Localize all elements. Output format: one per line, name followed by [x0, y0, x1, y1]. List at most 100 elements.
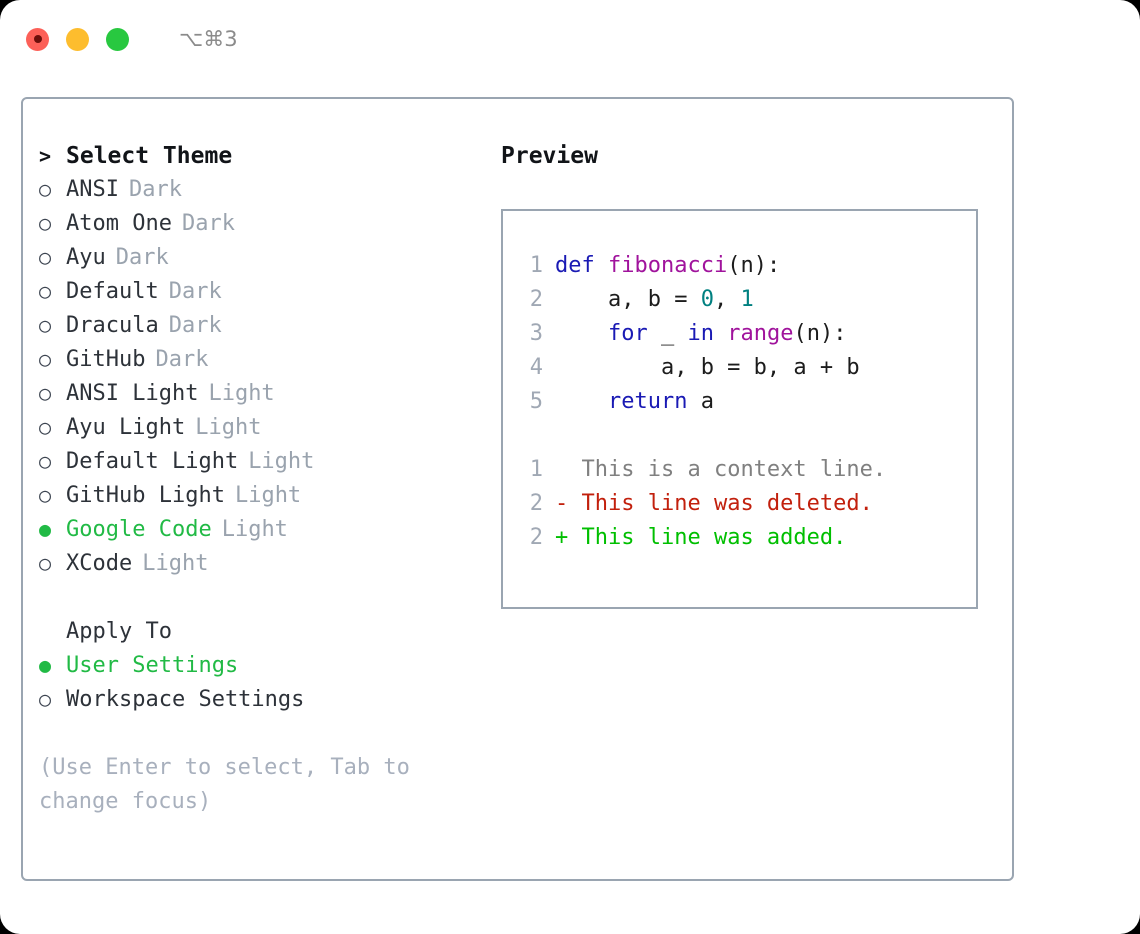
minimize-window-button[interactable]	[66, 27, 89, 51]
radio-unselected-icon: ○	[39, 687, 52, 711]
diff-marker	[555, 457, 582, 482]
diff-text: This line was added.	[581, 525, 847, 550]
diff-sample: 1 This is a context line.2- This line wa…	[517, 457, 976, 559]
theme-option-label: Atom One	[66, 211, 172, 236]
theme-category-tag: Light	[234, 483, 302, 508]
diff-line-ctx: 1 This is a context line.	[517, 457, 976, 491]
code-token-plain: a, b =	[555, 287, 701, 312]
code-token-plain	[555, 321, 608, 346]
maximize-window-button[interactable]	[106, 27, 129, 51]
code-token-plain: (n):	[793, 321, 847, 346]
theme-category-tag: Light	[195, 415, 262, 440]
traffic-light-group	[26, 27, 146, 51]
theme-category-tag: Dark	[168, 279, 222, 304]
apply-to-option-workspace-settings[interactable]: ○ Workspace Settings	[39, 687, 479, 721]
prompt-caret-icon: >	[39, 144, 64, 168]
theme-category-tag: Dark	[168, 313, 222, 338]
theme-option-atom-one[interactable]: ○ Atom One Dark	[39, 211, 479, 245]
code-line: 2 a, b = 0, 1	[517, 287, 976, 321]
code-diff-gap	[517, 423, 976, 457]
theme-category-tag: Dark	[181, 211, 235, 236]
theme-option-label: GitHub	[66, 347, 146, 372]
diff-text: This is a context line.	[581, 457, 887, 482]
preview-title: Preview	[501, 143, 598, 169]
code-token-plain	[714, 321, 727, 346]
radio-unselected-icon: ○	[39, 245, 52, 269]
code-line-number: 5	[529, 389, 543, 414]
theme-category-tag: Light	[248, 449, 315, 474]
title-bar: ⌥⌘3	[0, 0, 1140, 78]
code-token-plain: a	[687, 389, 714, 414]
radio-unselected-icon: ○	[39, 347, 52, 371]
code-token-num: 0	[700, 287, 714, 312]
theme-picker-header: > Select Theme	[39, 143, 479, 177]
code-token-plain: ,	[713, 287, 741, 312]
theme-category-tag: Light	[142, 551, 209, 576]
diff-line-del: 2- This line was deleted.	[517, 491, 976, 525]
radio-unselected-icon: ○	[39, 551, 52, 575]
theme-option-label: Ayu	[66, 245, 106, 270]
code-token-kw: return	[607, 389, 688, 414]
apply-to-header-indent: ○	[39, 619, 66, 643]
code-token-fn: range	[727, 321, 794, 346]
theme-option-ayu-light[interactable]: ○ Ayu Light Light	[39, 415, 479, 449]
diff-marker: +	[555, 525, 582, 550]
theme-category-tag: Light	[221, 517, 288, 542]
theme-option-dracula[interactable]: ○ Dracula Dark	[39, 313, 479, 347]
code-token-plain: a, b = b, a + b	[555, 355, 860, 380]
theme-category-tag: Dark	[128, 177, 182, 202]
theme-option-label: Dracula	[66, 313, 159, 338]
radio-unselected-icon: ○	[39, 415, 52, 439]
theme-option-label: ANSI Light	[66, 381, 199, 406]
code-token-fn: fibonacci	[607, 253, 728, 278]
theme-option-label: GitHub Light	[66, 483, 225, 508]
theme-picker-header-label: Select Theme	[66, 143, 233, 169]
code-line: 4 a, b = b, a + b	[517, 355, 976, 389]
code-line: 3 for _ in range(n):	[517, 321, 976, 355]
radio-unselected-icon: ○	[39, 211, 52, 235]
code-token-kw: def	[555, 253, 608, 278]
keyboard-hint-text: (Use Enter to select, Tab to change focu…	[39, 755, 410, 814]
radio-unselected-icon: ○	[39, 313, 52, 337]
close-window-button[interactable]	[26, 27, 49, 51]
apply-to-list: ●User Settings○ Workspace Settings	[39, 653, 479, 721]
code-line-number: 3	[529, 321, 543, 346]
diff-line-number: 2	[529, 525, 543, 550]
apply-to-option-label: Workspace Settings	[66, 687, 305, 712]
code-token-plain	[555, 389, 608, 414]
diff-line-number: 2	[529, 491, 543, 516]
list-spacer	[39, 585, 479, 619]
theme-option-label: Ayu Light	[66, 415, 186, 440]
theme-option-label: ANSI	[66, 177, 119, 202]
apply-to-header-label: Apply To	[66, 619, 172, 644]
keyboard-shortcut-label: ⌥⌘3	[179, 27, 238, 51]
theme-option-label: Default Light	[66, 449, 239, 474]
apply-to-option-user-settings[interactable]: ●User Settings	[39, 653, 479, 687]
theme-option-label: Google Code	[66, 517, 212, 542]
theme-option-ansi[interactable]: ○ ANSI Dark	[39, 177, 479, 211]
radio-selected-icon: ●	[39, 653, 52, 677]
theme-option-google-code[interactable]: ● Google Code Light	[39, 517, 479, 551]
code-line-number: 1	[529, 253, 543, 278]
diff-text: This line was deleted.	[581, 491, 873, 516]
theme-option-xcode[interactable]: ○ XCode Light	[39, 551, 479, 585]
code-token-num: 1	[740, 287, 754, 312]
code-token-plain: _	[647, 321, 688, 346]
radio-selected-icon: ●	[39, 517, 52, 541]
theme-option-label: XCode	[66, 551, 133, 576]
code-token-kw: for	[607, 321, 648, 346]
code-token-kw: in	[687, 321, 714, 346]
radio-unselected-icon: ○	[39, 177, 52, 201]
